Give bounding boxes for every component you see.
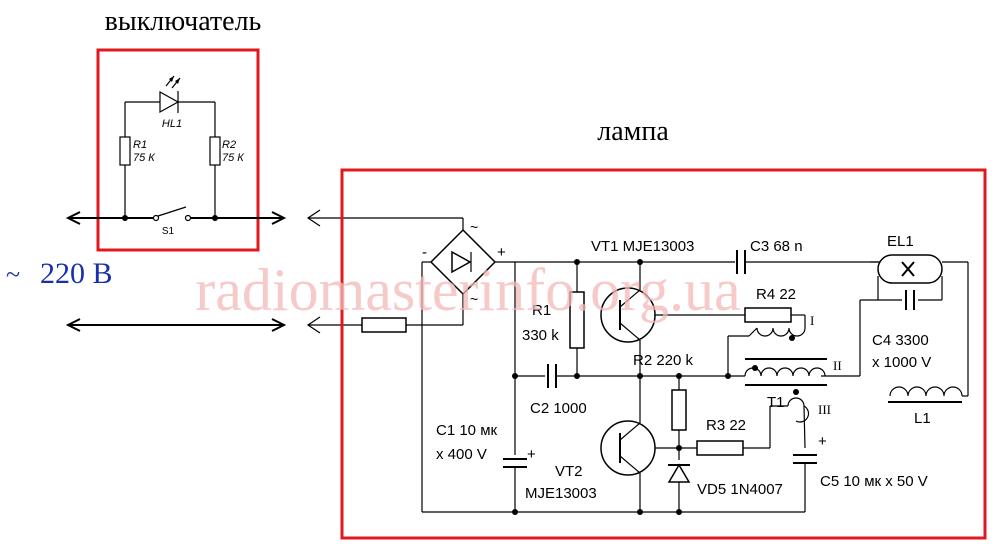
switch-contact-left bbox=[152, 214, 160, 222]
vt1-label: VT1 MJE13003 bbox=[591, 238, 694, 255]
diode-bridge bbox=[422, 228, 515, 296]
el1-label: EL1 bbox=[887, 233, 914, 250]
c1-plus: + bbox=[527, 446, 536, 463]
r4-label: R4 22 bbox=[756, 286, 796, 303]
vt2-type: MJE13003 bbox=[525, 485, 597, 502]
c5-label: C5 10 мк x 50 V bbox=[820, 473, 928, 490]
vd5-label: VD5 1N4007 bbox=[697, 481, 783, 498]
diode-vd5 bbox=[667, 463, 691, 512]
winding-i-label: I bbox=[810, 313, 814, 328]
winding-iii-label: III bbox=[818, 402, 831, 417]
led-hl1-symbol bbox=[125, 75, 215, 114]
resistor-r2 bbox=[671, 376, 687, 460]
junction-dots bbox=[512, 259, 731, 515]
inductor-l1 bbox=[888, 386, 968, 403]
bridge-minus: - bbox=[422, 244, 427, 261]
capacitor-c1 bbox=[503, 458, 527, 512]
winding-ii-label: II bbox=[833, 358, 842, 373]
c4-value: x 1000 V bbox=[872, 354, 931, 371]
capacitor-c5 bbox=[793, 454, 817, 512]
resistor-r4 bbox=[744, 307, 806, 328]
watermark-text: radiomasterinfo.org.ua bbox=[195, 257, 740, 323]
transformer-winding-i bbox=[727, 327, 806, 376]
switch-lever bbox=[157, 206, 187, 217]
vt2-label: VT2 bbox=[555, 463, 583, 480]
transistor-vt1 bbox=[600, 262, 745, 376]
resistor-r2-switch bbox=[209, 136, 221, 166]
c3-label: C3 68 n bbox=[750, 238, 803, 255]
tilde-symbol: ~ bbox=[6, 260, 20, 289]
bridge-plus: + bbox=[497, 244, 506, 261]
transformer-winding-iii bbox=[769, 389, 810, 449]
hl1-label: HL1 bbox=[162, 118, 182, 130]
r2-label: R2 220 k bbox=[633, 352, 694, 369]
capacitor-c3 bbox=[736, 250, 880, 274]
r1-value: 330 k bbox=[522, 327, 559, 344]
r1-switch-value: 75 К bbox=[133, 152, 155, 164]
switch-contact-right bbox=[184, 214, 192, 222]
switch-module: HL1 R1 75 К R2 75 К S1 bbox=[96, 48, 260, 252]
r2-switch-value: 75 К bbox=[222, 152, 244, 164]
l1-label: L1 bbox=[914, 410, 931, 427]
r1-label: R1 bbox=[532, 302, 551, 319]
resistor-r1-switch bbox=[119, 136, 131, 166]
r3-label: R3 22 bbox=[706, 417, 746, 434]
c4-label: C4 3300 bbox=[872, 332, 929, 349]
r2-switch-label: R2 bbox=[222, 139, 236, 151]
lamp-el1 bbox=[870, 254, 969, 396]
t1-label: T1 bbox=[767, 394, 785, 411]
mains-line-bottom bbox=[65, 318, 287, 332]
lamp-input-wires bbox=[306, 209, 464, 334]
c1-value: x 400 V bbox=[436, 446, 487, 463]
lamp-title: лампа bbox=[597, 116, 669, 147]
resistor-r1 bbox=[569, 262, 585, 376]
c2-label: C2 1000 bbox=[530, 400, 587, 417]
mains-line-top bbox=[65, 211, 287, 225]
bridge-ac-bottom: ~ bbox=[470, 291, 478, 307]
switch-frame bbox=[96, 48, 260, 252]
mains-voltage-label: 220 В bbox=[40, 257, 113, 290]
s1-label: S1 bbox=[162, 226, 175, 237]
c5-plus: + bbox=[818, 433, 827, 450]
capacitor-c2 bbox=[547, 364, 557, 388]
resistor-r3 bbox=[679, 440, 770, 456]
transformer-winding-ii bbox=[744, 299, 878, 377]
transistor-vt2 bbox=[600, 376, 679, 512]
lamp-frame bbox=[340, 168, 987, 540]
bridge-ac-top: ~ bbox=[470, 219, 478, 235]
r1-switch-label: R1 bbox=[133, 139, 147, 151]
c1-label: C1 10 мк bbox=[436, 422, 498, 439]
switch-title: выключатель bbox=[105, 6, 262, 37]
